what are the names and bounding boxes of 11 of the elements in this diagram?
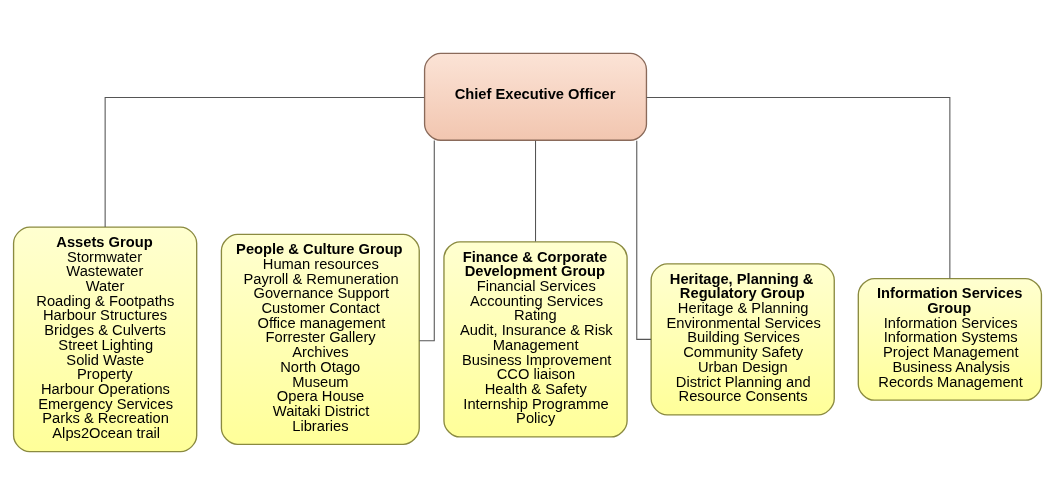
- connector: [646, 96, 951, 279]
- node-box: Heritage, Planning & Regulatory Group Heritage & Planning Environmental Services Building Services Community Safety Urban Design District Planning and Resource Consents: [650, 262, 835, 416]
- node-box: People & Culture Group Human resources Payroll & Remuneration Governance Support Customer Contact Office management Forrester Gallery Archives North Otago Museum Opera House Waitaki District Libraries: [220, 233, 420, 445]
- node-box: Information Services Group Information Services Information Systems Project Management Business Analysis Records Management: [857, 277, 1043, 401]
- connector: [636, 139, 652, 340]
- node-box: Finance & Corporate Development Group Financial Services Accounting Services Rating Audit, Insurance & Risk Management Business Improvement CCO liaison Health & Safety Internship Programme Policy: [443, 240, 628, 438]
- node-box: Chief Executive Officer: [423, 52, 648, 141]
- connector: [104, 96, 425, 227]
- node-box: Assets Group Stormwater Wastewater Water Roading & Footpaths Harbour Structures Bridges & Culverts Street Lighting Solid Waste Property Harbour Operations Emergency Services Parks & Recreation Alps2Ocean trail: [12, 225, 198, 452]
- connector: [418, 139, 435, 341]
- connector: [535, 139, 537, 242]
